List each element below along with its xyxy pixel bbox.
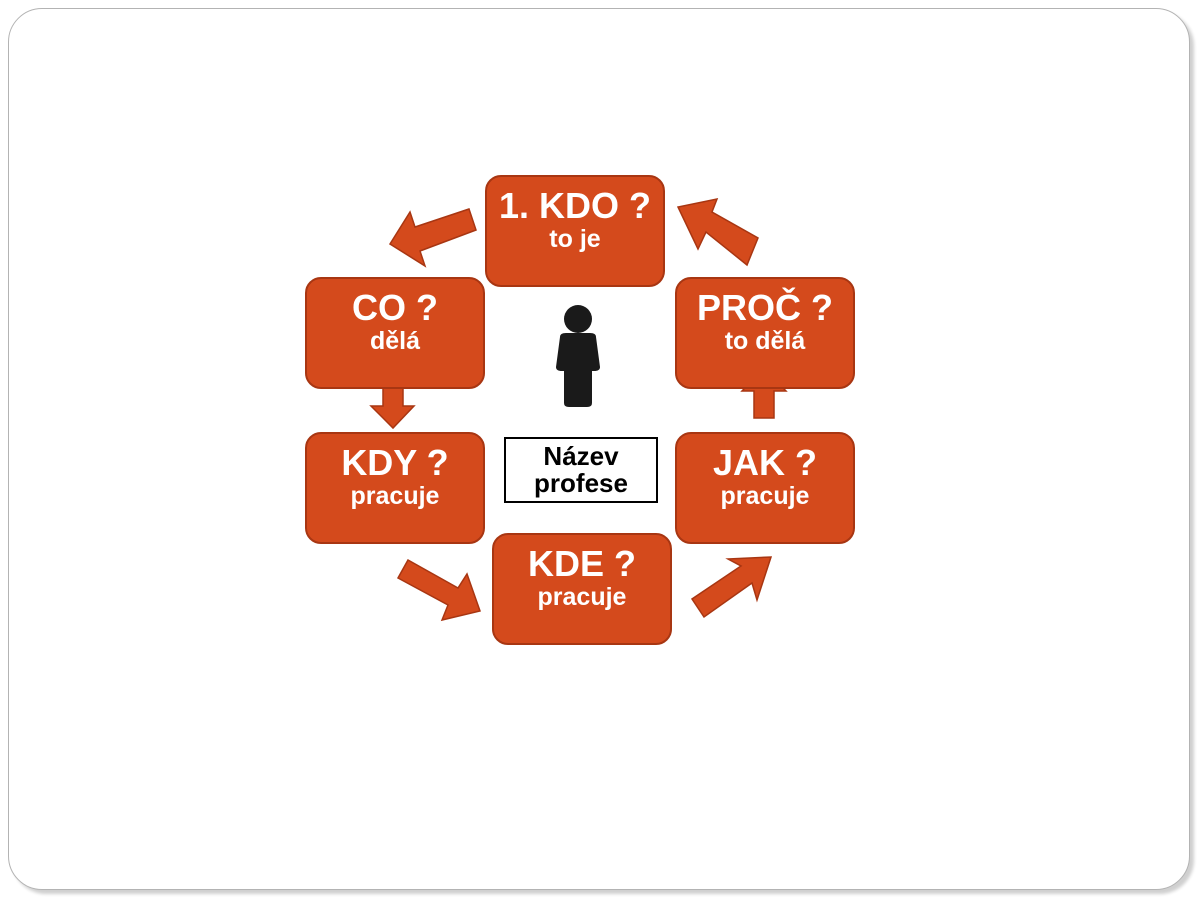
profession-label-line1: Název [543, 441, 619, 471]
box-kdo-subtitle: to je [549, 225, 601, 253]
arrow-proc-to-kdo-icon [676, 197, 759, 267]
box-kdy-title: KDY ? [341, 442, 449, 483]
arrow-kdy-to-kde-icon [396, 558, 481, 622]
box-co-title: CO ? [352, 287, 438, 328]
box-proc-title: PROČ ? [696, 287, 833, 328]
arrow-kdo-to-co-icon [388, 208, 477, 268]
box-kdo: 1. KDO ? to je [485, 175, 665, 287]
box-proc: PROČ ? to dělá [675, 277, 855, 389]
box-kdy-subtitle: pracuje [350, 482, 440, 510]
box-co-subtitle: dělá [369, 327, 421, 355]
box-jak: JAK ? pracuje [675, 432, 855, 544]
box-co: CO ? dělá [305, 277, 485, 389]
arrow-kde-to-jak-icon [690, 556, 773, 619]
box-jak-subtitle: pracuje [720, 482, 810, 510]
person-icon [556, 305, 600, 407]
profession-name-box: Název profese [504, 437, 658, 503]
box-kde-title: KDE ? [528, 543, 636, 584]
box-jak-title: JAK ? [712, 442, 817, 483]
profession-label-line2: profese [534, 468, 628, 498]
box-proc-subtitle: to dělá [724, 327, 806, 355]
box-kdo-title: 1. KDO ? [498, 185, 651, 226]
box-kde: KDE ? pracuje [492, 533, 672, 645]
box-kde-subtitle: pracuje [537, 583, 627, 611]
box-kdy: KDY ? pracuje [305, 432, 485, 544]
